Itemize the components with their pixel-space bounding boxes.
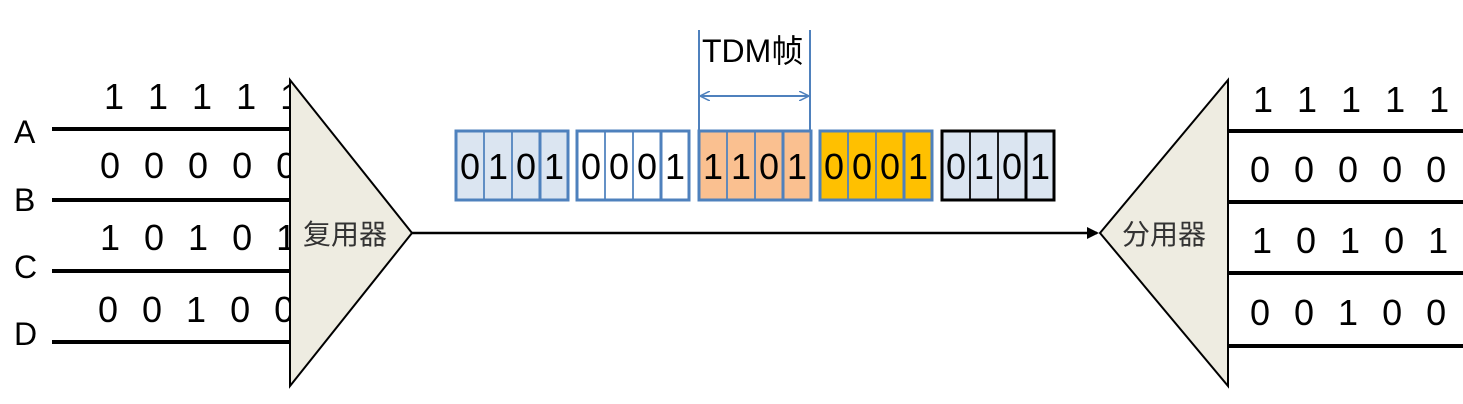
tdm-slot-bit: 1 xyxy=(544,146,564,187)
tdm-slot-bit: 1 xyxy=(703,146,723,187)
input-bits-a: 1 1 1 1 1 xyxy=(104,76,307,117)
tdm-slot-bit: 1 xyxy=(974,146,994,187)
demultiplexer-triangle xyxy=(1098,77,1229,389)
multiplexer-triangle xyxy=(289,77,414,389)
input-bits-c: 1 0 1 0 1 xyxy=(100,217,303,258)
tdm-slot xyxy=(1024,129,1056,202)
tdm-slot xyxy=(659,129,691,202)
demultiplexer-label: 分用器 xyxy=(1122,218,1206,251)
output-bits-c: 1 0 1 0 1 xyxy=(1252,220,1455,261)
input-bits-b: 0 0 0 0 0 xyxy=(100,145,303,186)
tdm-slot xyxy=(902,129,934,202)
tdm-slot-bit: 0 xyxy=(946,146,966,187)
tdm-slot-bit: 0 xyxy=(581,146,601,187)
tdm-slot-bit: 1 xyxy=(787,146,807,187)
tdm-frame-label: TDM帧 xyxy=(702,33,803,69)
tdm-slot-bit: 1 xyxy=(665,146,685,187)
input-label-a: A xyxy=(14,114,36,150)
tdm-slot-bit: 1 xyxy=(488,146,508,187)
tdm-slot-bit: 1 xyxy=(908,146,928,187)
tdm-slot-bit: 0 xyxy=(852,146,872,187)
tdm-slot-bit: 1 xyxy=(731,146,751,187)
tdm-slot-bit: 0 xyxy=(1002,146,1022,187)
tdm-slot xyxy=(538,129,570,202)
input-label-b: B xyxy=(14,182,35,218)
input-label-d: D xyxy=(14,316,37,352)
tdm-slot-bit: 0 xyxy=(824,146,844,187)
tdm-slot-bit: 0 xyxy=(460,146,480,187)
tdm-slot xyxy=(781,129,813,202)
tdm-slot-bit: 1 xyxy=(1030,146,1050,187)
output-bits-a: 1 1 1 1 1 xyxy=(1253,79,1456,120)
multiplexer-label: 复用器 xyxy=(303,218,387,251)
output-bits-b: 0 0 0 0 0 xyxy=(1250,149,1453,190)
tdm-slot-bit: 0 xyxy=(609,146,629,187)
tdm-slot-bit: 0 xyxy=(516,146,536,187)
tdm-slot-bit: 0 xyxy=(759,146,779,187)
output-bits-d: 0 0 1 0 0 xyxy=(1250,292,1453,333)
input-label-c: C xyxy=(14,249,37,285)
tdm-slot-bit: 0 xyxy=(637,146,657,187)
input-bits-d: 0 0 1 0 0 xyxy=(98,289,301,330)
tdm-slot-bit: 0 xyxy=(880,146,900,187)
